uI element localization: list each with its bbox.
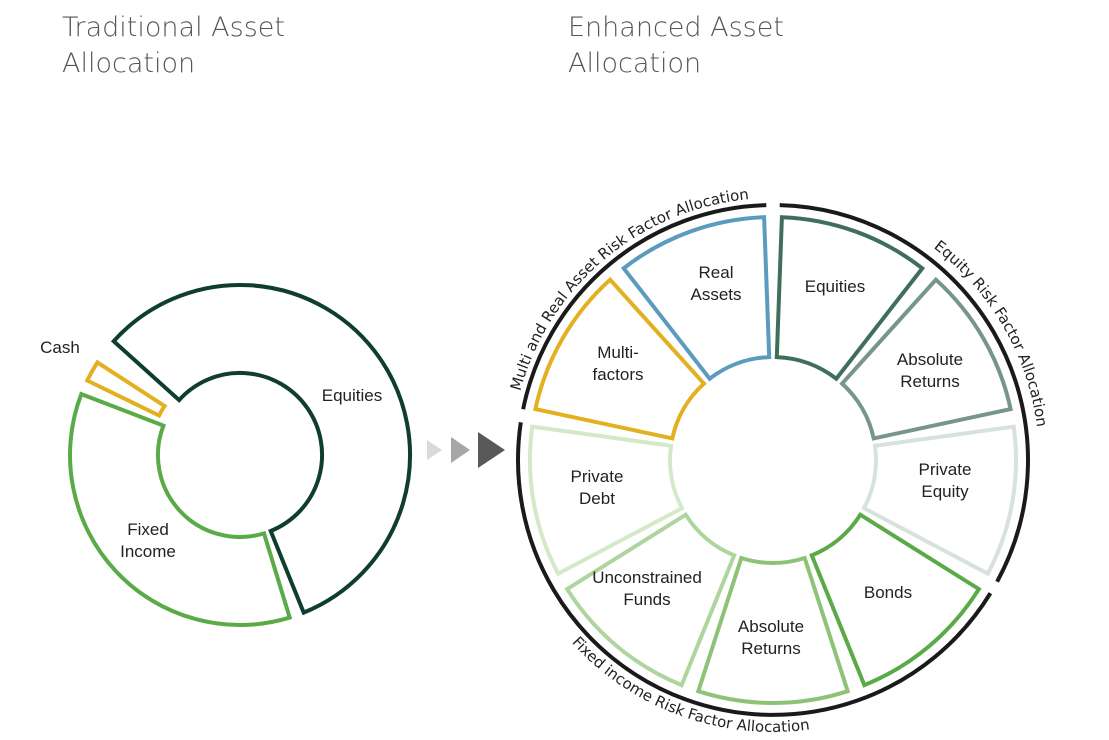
equity-risk-arc [779, 203, 1030, 583]
trad-label-cash-line: Cash [40, 338, 80, 357]
enh-label-absolute-returns-equity-line: Returns [900, 372, 960, 391]
trad-label-fixed-income-line: Income [120, 542, 176, 561]
enh-label-equities: Equities [805, 277, 865, 296]
enhanced-title: Enhanced Asset Allocation [568, 10, 784, 82]
enh-label-absolute-returns-equity-line: Absolute [897, 350, 963, 369]
arrow-chevron-1 [427, 440, 442, 460]
group-label-text: Equity Risk Factor Allocation [931, 237, 1051, 428]
trad-segment-fixed-income [68, 391, 293, 627]
trad-label-equities: Equities [322, 386, 382, 405]
trad-label-cash: Cash [40, 338, 80, 357]
enh-label-private-debt-line: Debt [579, 489, 615, 508]
enh-segment-equities [774, 215, 926, 382]
arrow-chevron-2 [451, 437, 470, 463]
enh-segment-bonds [809, 511, 982, 688]
fixed-income-risk-arc [516, 422, 993, 717]
enh-label-equities-line: Equities [805, 277, 865, 296]
arrow-chevron-3 [478, 432, 505, 468]
enh-label-real-assets-line: Assets [690, 285, 741, 304]
trad-segment-equities [110, 283, 412, 616]
enh-segment-private-debt [528, 424, 685, 577]
enh-label-bonds: Bonds [864, 583, 912, 602]
enh-segment-unconstrained-funds [564, 511, 737, 688]
traditional-title-line1: Traditional Asset [62, 12, 285, 43]
traditional-title-line2: Allocation [62, 48, 196, 79]
enhanced-title-line1: Enhanced Asset [568, 12, 784, 43]
enh-label-unconstrained-funds-line: Funds [623, 590, 670, 609]
traditional-title: Traditional Asset Allocation [62, 10, 285, 82]
enh-label-multi-factors: Multi-factors [592, 343, 643, 384]
enh-segment-multi-factors [533, 276, 707, 441]
enh-label-unconstrained-funds-line: Unconstrained [592, 568, 702, 587]
trad-label-equities-line: Equities [322, 386, 382, 405]
group-label-equity-risk: Equity Risk Factor Allocation [931, 237, 1051, 428]
enhanced-title-line2: Allocation [568, 48, 702, 79]
trad-label-fixed-income-line: Fixed [127, 520, 169, 539]
enh-segment-absolute-returns-equity [839, 276, 1013, 441]
enh-label-multi-factors-line: factors [592, 365, 643, 384]
enh-label-multi-factors-line: Multi- [597, 343, 639, 362]
enh-label-private-debt-line: Private [571, 467, 624, 486]
enh-label-private-equity-line: Private [919, 460, 972, 479]
multi-real-risk-arc [521, 203, 767, 410]
enh-segment-private-equity [861, 424, 1018, 577]
enh-label-absolute-returns-fixed-line: Returns [741, 639, 801, 658]
enh-label-bonds-line: Bonds [864, 583, 912, 602]
enh-label-real-assets-line: Real [699, 263, 734, 282]
enh-label-absolute-returns-fixed-line: Absolute [738, 617, 804, 636]
enh-segment-absolute-returns-fixed [695, 555, 851, 705]
enh-segment-real-assets [620, 215, 772, 382]
transition-arrows [427, 432, 505, 468]
trad-segment-cash [84, 359, 168, 419]
enh-label-private-equity-line: Equity [921, 482, 969, 501]
